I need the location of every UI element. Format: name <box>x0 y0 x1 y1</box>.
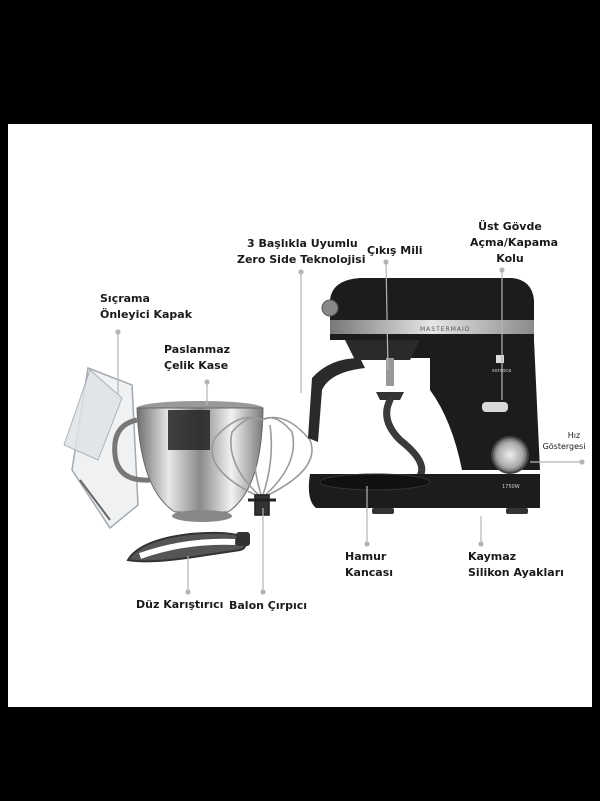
brand-name: MASTERMAID <box>420 326 470 333</box>
label-output-shaft: Çıkış Mili <box>367 244 423 257</box>
label-steel-bowl: Paslanmaz Çelik Kase <box>164 343 231 372</box>
balloon-whisk <box>211 416 313 516</box>
label-upper-body: Üst Gövde Açma/Kapama Kolu <box>470 220 559 265</box>
stand-mixer <box>308 278 540 514</box>
leader-lines <box>115 259 585 595</box>
power-rating: 1750W <box>502 484 520 490</box>
flat-beater <box>126 531 250 563</box>
chrome-band <box>330 320 534 334</box>
splash-cover <box>63 366 139 530</box>
label-dough-hook: Hamur Kancası <box>345 550 394 579</box>
label-balloon-whisk: Balon Çırpıcı <box>229 599 307 612</box>
label-speed-indicator: Hız Göstergesi <box>542 431 586 451</box>
label-splash-cover: Sıçrama Önleyici Kapak <box>100 292 193 321</box>
label-flat-beater: Düz Karıştırıcı <box>136 598 224 611</box>
logo-text: sorsoca <box>492 368 511 374</box>
label-zero-side: 3 Başlıkla Uyumlu Zero Side Teknolojisi <box>237 237 366 266</box>
lever-button <box>482 402 508 412</box>
speed-knob <box>491 436 529 474</box>
label-silicone-feet: Kaymaz Silikon Ayakları <box>468 550 564 579</box>
